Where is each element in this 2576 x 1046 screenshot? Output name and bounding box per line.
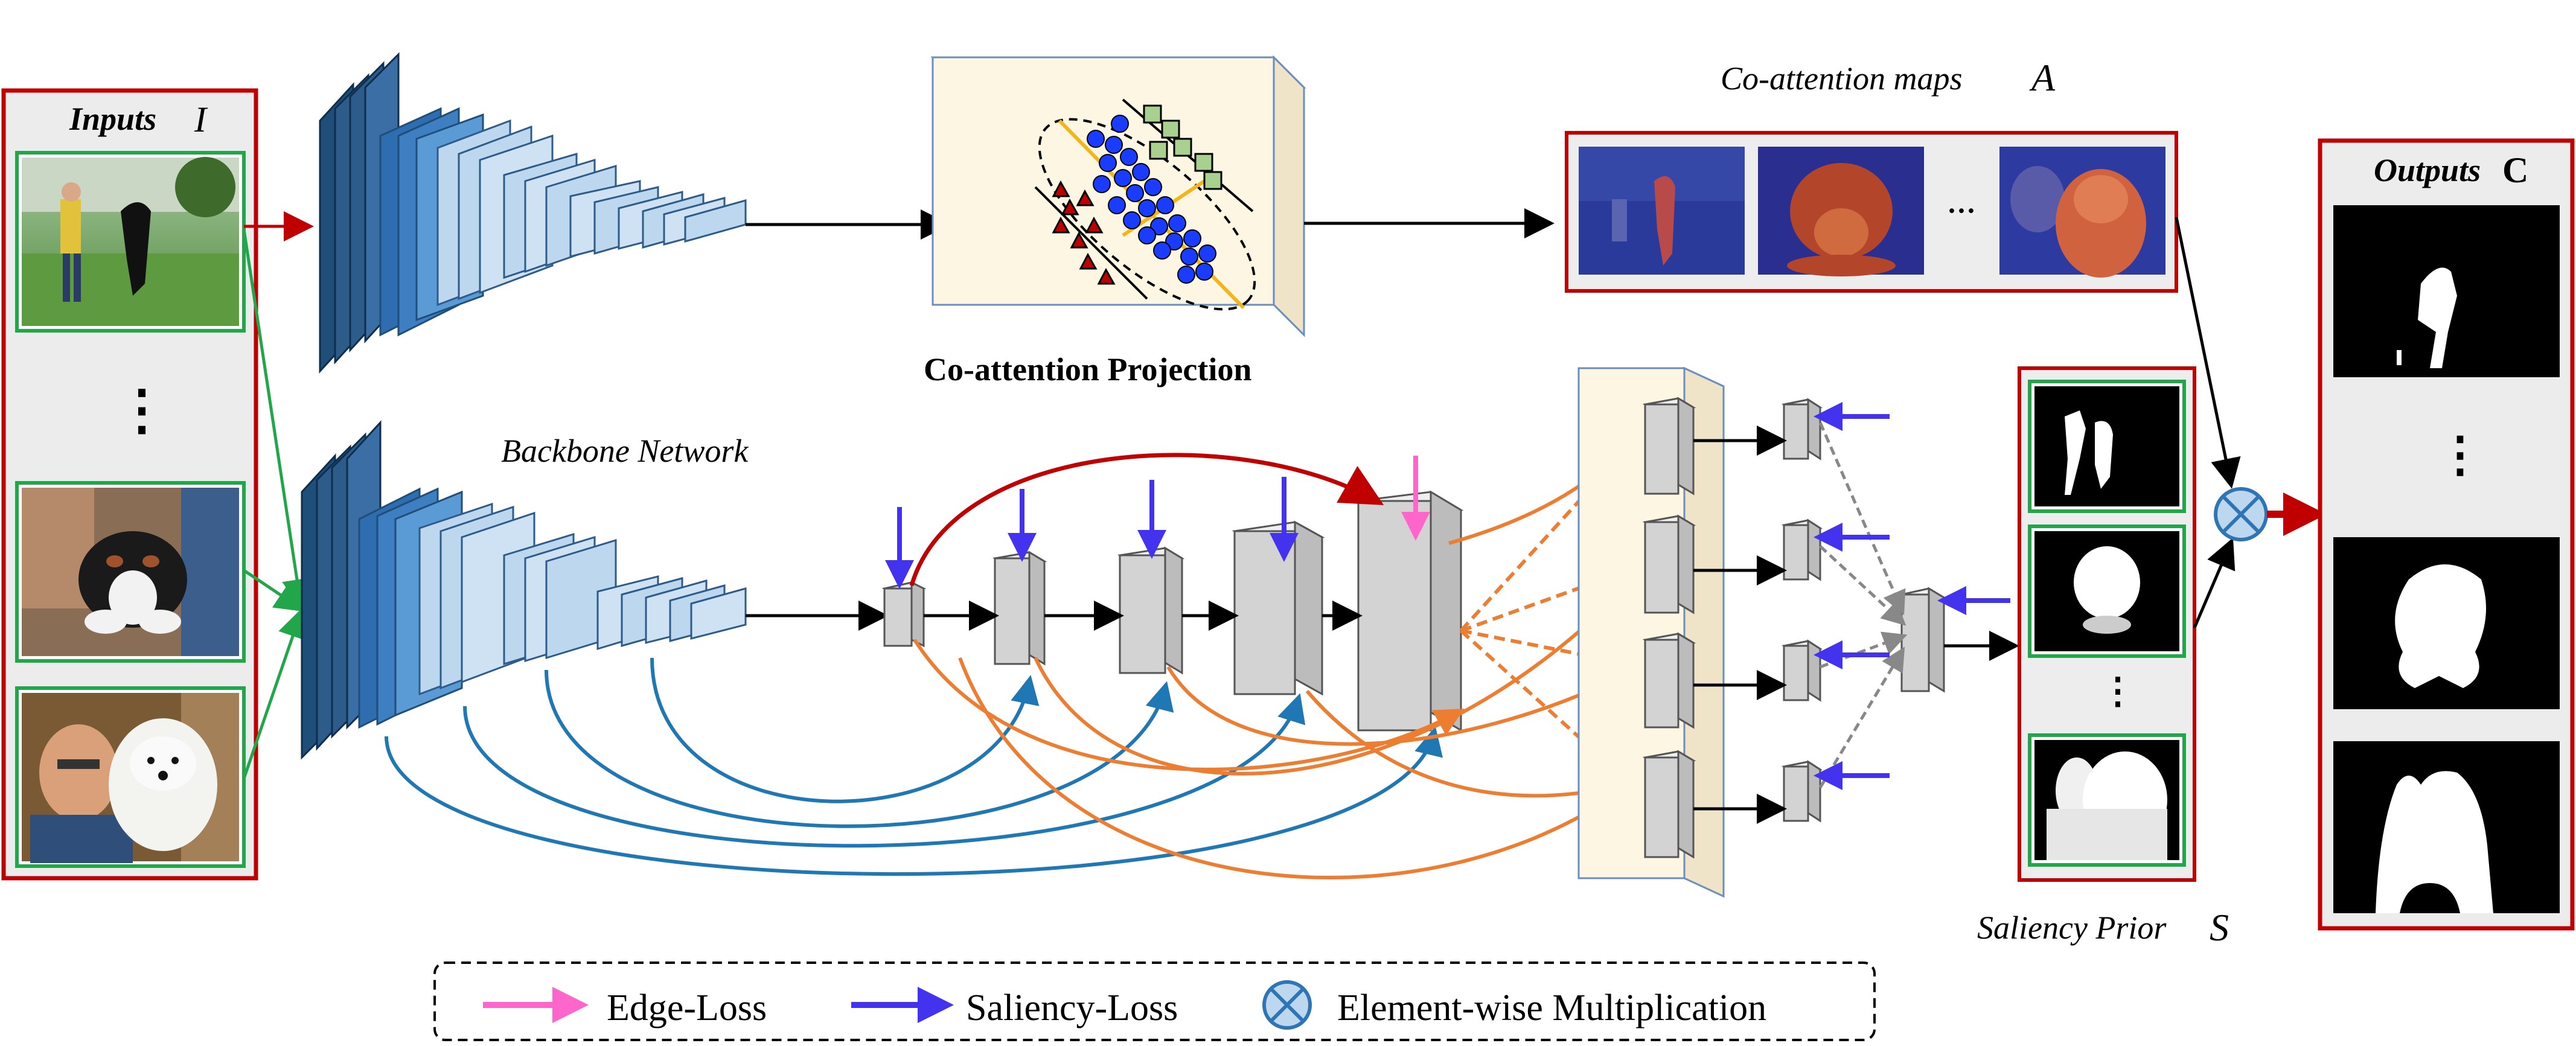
blue-circles (1087, 115, 1216, 284)
saliency-map-3 (2028, 733, 2186, 867)
side-output-blocks (1782, 398, 1946, 823)
decoder-block-3 (1117, 546, 1185, 675)
backbone-label: Backbone Network (501, 433, 749, 469)
decoder-blocks (881, 490, 1464, 732)
side-saliency-loss-arrows (1814, 402, 2010, 790)
maps-to-multiply-arrow (2175, 217, 2241, 489)
decoder-block-5 (1355, 490, 1464, 732)
refine-block-1 (1642, 397, 1696, 496)
multiply-operator (2214, 487, 2268, 541)
side-block-4 (1782, 760, 1823, 823)
legend: Edge-Loss Saliency-Loss Element-wise Mul… (433, 961, 1876, 1041)
output-mask-3 (2333, 741, 2560, 913)
refine-block-3 (1642, 632, 1696, 729)
legend-saliency-loss-label: Saliency-Loss (966, 987, 1178, 1028)
inputs-ellipsis: ⋮ (115, 381, 169, 441)
maps-ellipsis: ··· (1947, 195, 1976, 227)
decoder-saliency-loss-arrows (885, 477, 1299, 589)
saliency-ellipsis: ⋮ (2100, 671, 2136, 711)
saliency-to-multiply-arrow (2193, 537, 2236, 628)
maps-symbol: A (2029, 56, 2056, 99)
skip-connection-arc (909, 453, 1384, 586)
attention-map-1 (1579, 147, 1745, 275)
refine-block-4 (1642, 750, 1696, 859)
input-image-1 (15, 151, 246, 333)
side-to-fusion-dashed (1818, 422, 1908, 789)
output-mask-2 (2333, 537, 2560, 709)
maps-label: Co-attention maps (1721, 60, 1963, 97)
inputs-symbol: I (194, 100, 208, 139)
inputs-panel: Inputs I ⋮ (1, 88, 258, 881)
refine-to-side-arrows (1693, 426, 2019, 824)
inputs-label: Inputs (69, 101, 156, 137)
backbone-network: Backbone Network (301, 420, 749, 760)
legend-frame (433, 961, 1876, 1041)
refinement-panel (1577, 366, 1725, 898)
input-image-2 (15, 481, 246, 663)
output-mask-1 (2333, 205, 2560, 377)
saliency-map-1 (2028, 380, 2186, 513)
side-block-1 (1782, 398, 1823, 461)
saliency-prior-panel: ⋮ Saliency Prior S (1977, 366, 2229, 949)
input-image-3 (15, 686, 246, 868)
saliency-symbol: S (2210, 906, 2229, 949)
saliency-map-2 (2028, 525, 2186, 658)
top-encoder (319, 52, 747, 374)
outputs-symbol: C (2502, 150, 2528, 190)
side-block-2 (1782, 518, 1823, 581)
saliency-label: Saliency Prior (1977, 910, 2167, 946)
red-triangles (1052, 180, 1116, 285)
attention-map-3 (1999, 147, 2165, 278)
legend-edge-loss-label: Edge-Loss (607, 987, 767, 1028)
outputs-panel: Outputs C ⋮ (2318, 138, 2575, 931)
co-attention-maps: Co-attention maps A ··· (1565, 56, 2178, 293)
outputs-label: Outputs (2374, 152, 2481, 188)
legend-multiply-icon (1262, 980, 1312, 1030)
side-block-3 (1782, 639, 1823, 702)
decoder-block-2 (992, 550, 1047, 666)
input-arrows (242, 211, 314, 779)
green-squares (1143, 104, 1222, 190)
decoder-block-1 (881, 581, 927, 648)
decoder-block-4 (1232, 520, 1325, 696)
co-attention-projection: Co-attention Projection (924, 55, 1306, 387)
refine-block-2 (1642, 514, 1696, 614)
outputs-ellipsis: ⋮ (2436, 429, 2484, 482)
legend-multiply-label: Element-wise Multiplication (1337, 987, 1766, 1028)
attention-map-2 (1758, 147, 1924, 276)
fusion-block (1899, 587, 1946, 693)
projection-label: Co-attention Projection (924, 351, 1251, 387)
